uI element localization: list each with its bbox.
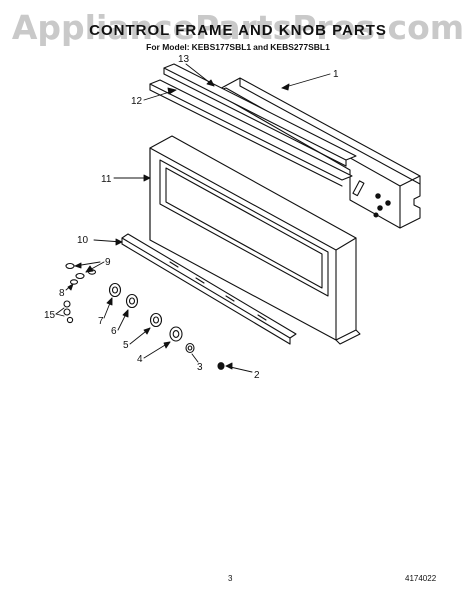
callout-11: 11 — [101, 174, 112, 185]
diagram-title: CONTROL FRAME AND KNOB PARTS — [89, 22, 387, 39]
page-number: 3 — [228, 574, 233, 583]
document-number: 4174022 — [405, 574, 437, 583]
callout-1: 1 — [333, 69, 339, 80]
callout-10: 10 — [77, 235, 89, 246]
part-12-trim-strip — [149, 79, 353, 187]
part-4-knob — [169, 326, 183, 342]
callout-9: 9 — [105, 257, 111, 268]
part-3-button — [185, 342, 195, 354]
callout-2: 2 — [254, 370, 260, 381]
watermark: AppliancePartsPros.com — [11, 8, 465, 47]
part-7-knob — [108, 282, 122, 298]
callout-4: 4 — [137, 354, 143, 365]
callout-15: 15 — [44, 310, 56, 321]
part-15-screws — [63, 300, 74, 324]
part-2-cap — [217, 362, 225, 370]
model-b: KEBS277SBL1 — [270, 42, 330, 52]
subtitle-prefix: For Model: — [146, 42, 190, 52]
callout-6: 6 — [111, 326, 117, 337]
callout-7: 7 — [98, 316, 104, 327]
part-5-knob — [149, 312, 163, 328]
callout-13: 13 — [178, 54, 190, 65]
model-a: KEBS177SBL1 — [191, 42, 252, 52]
callout-12: 12 — [131, 96, 143, 107]
leader-lines — [55, 63, 331, 373]
part-6-knob — [125, 293, 139, 309]
part-10-knob-strip — [121, 233, 297, 345]
callout-3: 3 — [197, 362, 203, 373]
part-13-trim-strip — [163, 63, 357, 167]
part-11-control-frame — [149, 135, 361, 345]
callout-8: 8 — [59, 288, 65, 299]
subtitle-joiner: and — [253, 42, 269, 52]
callout-5: 5 — [123, 340, 129, 351]
